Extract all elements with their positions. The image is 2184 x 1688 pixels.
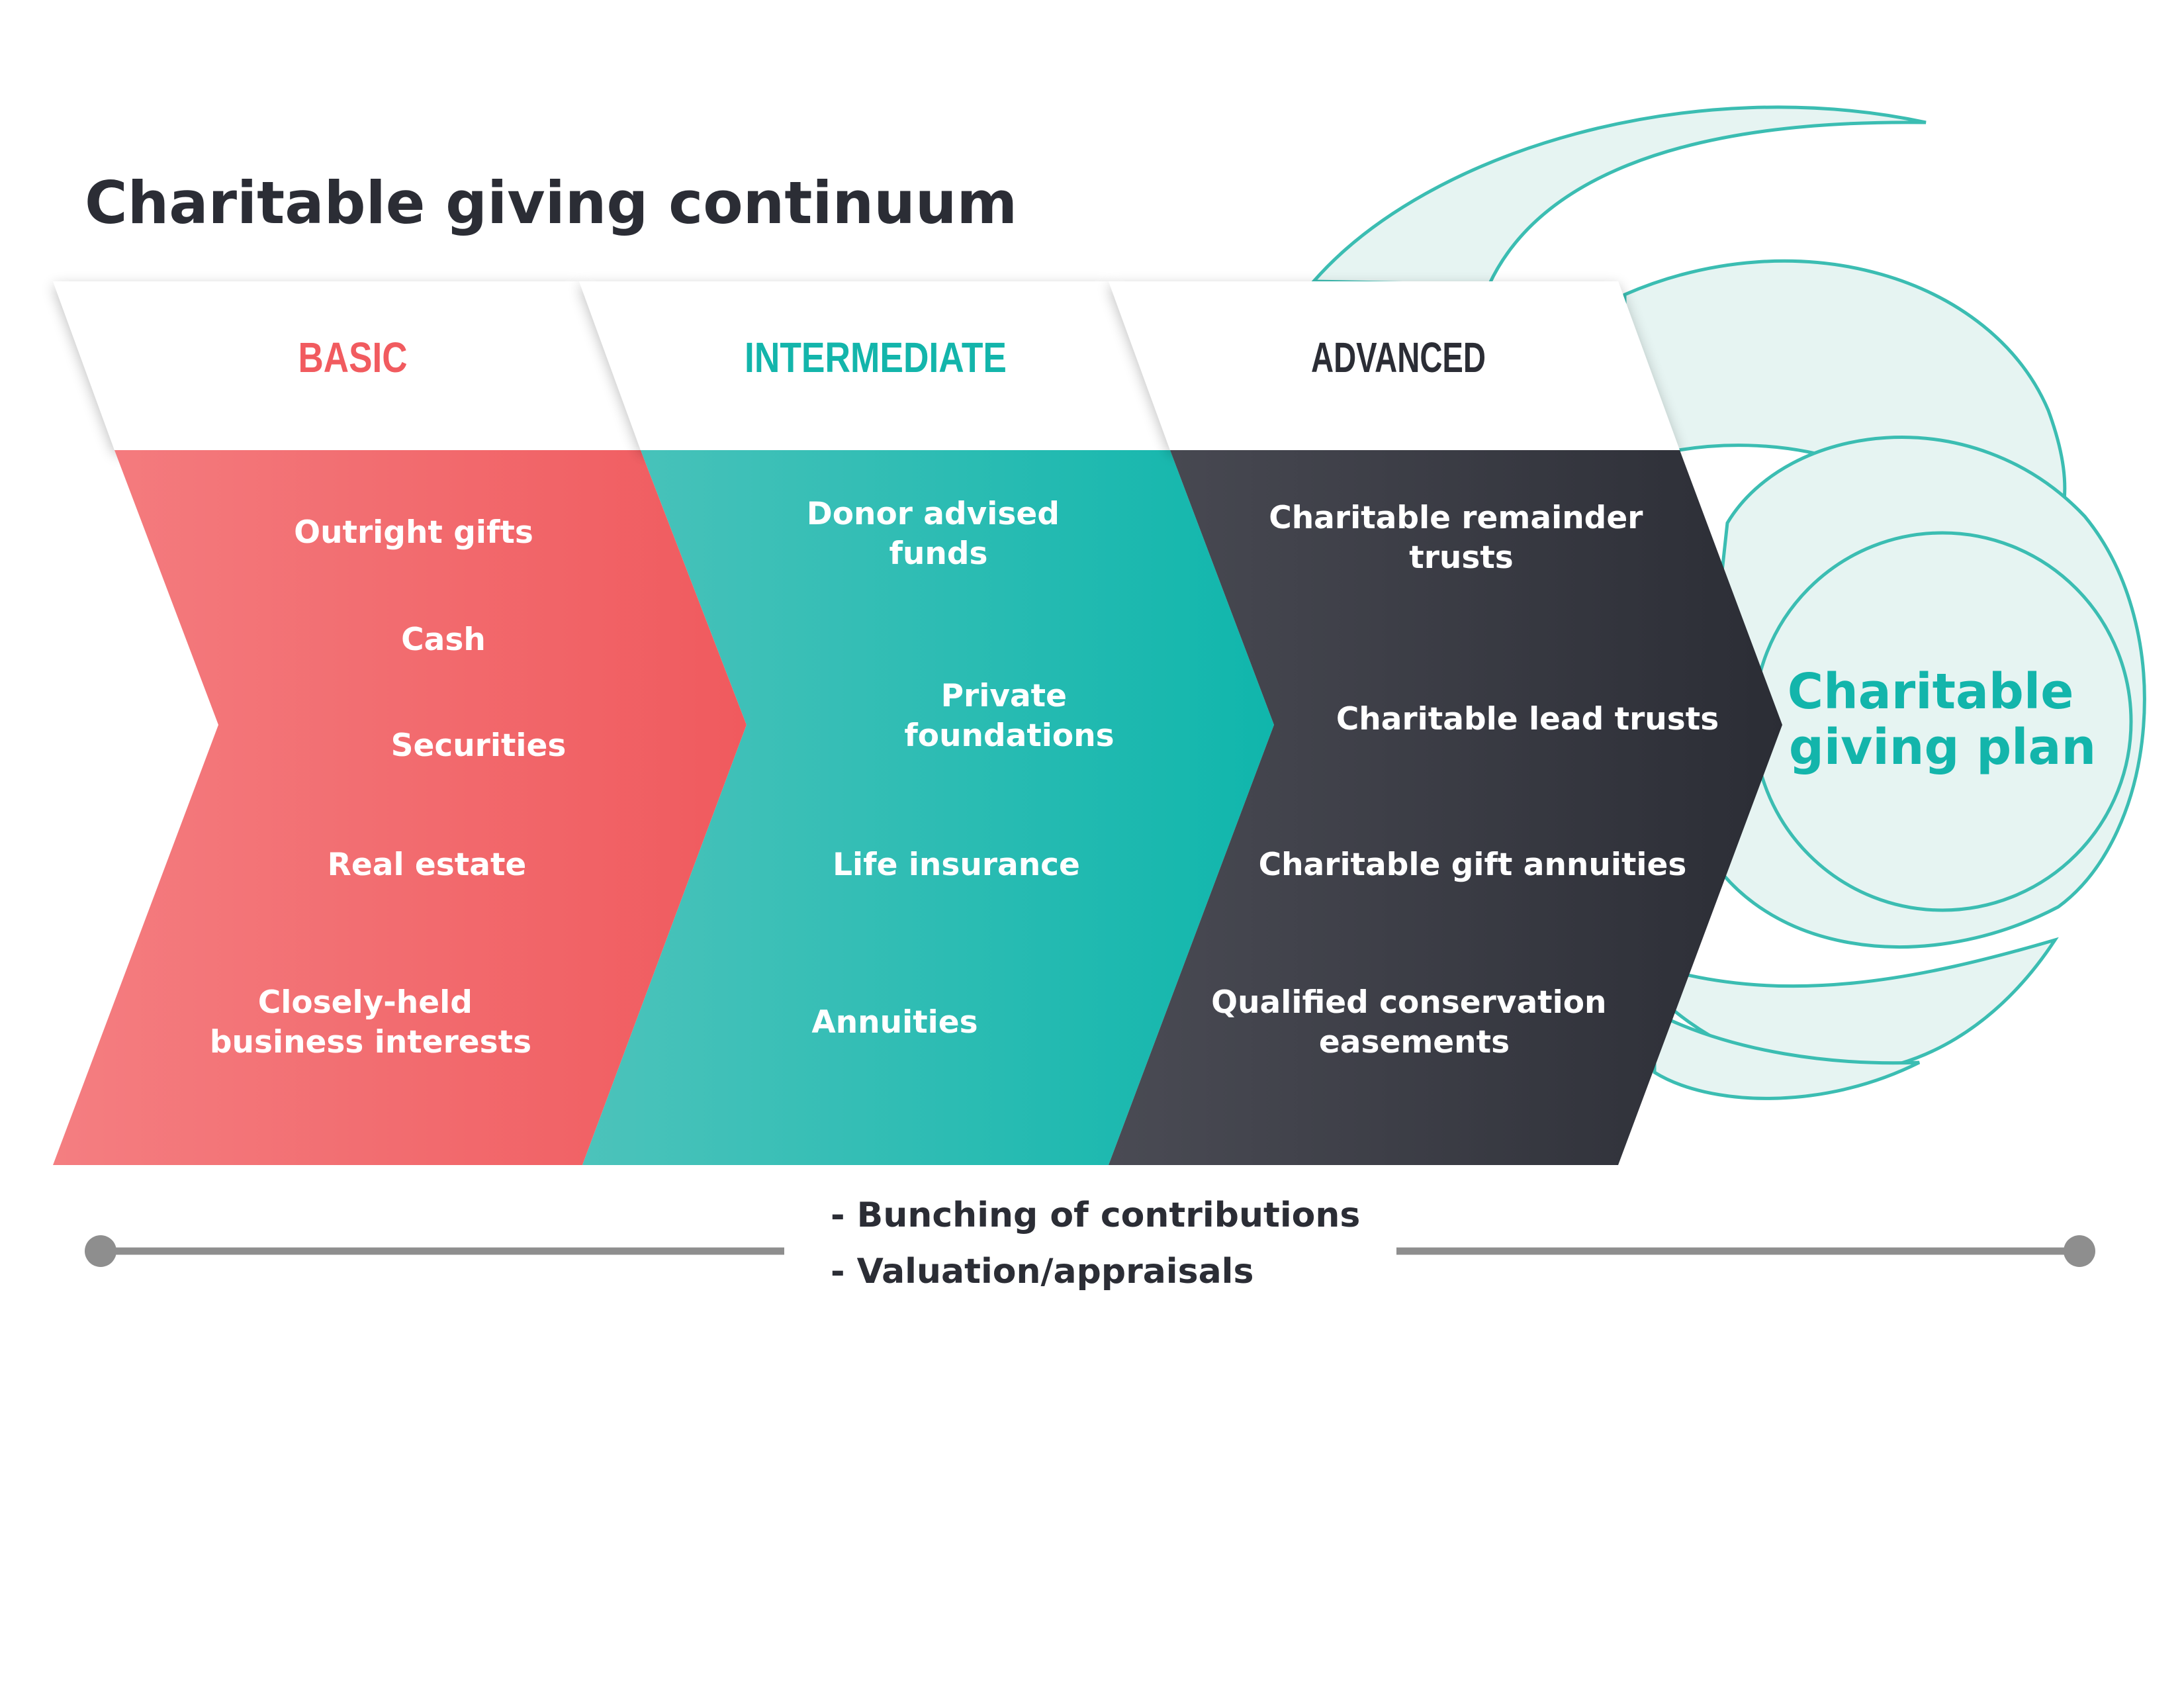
intermediate-item-private-foundations: Private foundations <box>904 678 1114 754</box>
intermediate-item-private-foundations-line1: Private <box>941 678 1067 714</box>
page-title: Charitable giving continuum <box>85 169 1017 237</box>
basic-item-securities: Securities <box>391 727 567 764</box>
stage-intermediate-label: INTERMEDIATE <box>745 334 1007 381</box>
stage-intermediate-header-bg <box>579 281 1170 450</box>
advanced-item-conservation-easements-line2: easements <box>1319 1024 1510 1060</box>
stage-intermediate: INTERMEDIATE Donor advised funds Private… <box>579 281 1274 1165</box>
intermediate-item-donor-advised: Donor advised funds <box>807 496 1071 572</box>
advanced-item-remainder-trusts: Charitable remainder trusts <box>1269 500 1654 576</box>
stage-basic-label: BASIC <box>298 334 408 381</box>
basic-item-outright-gifts: Outright gifts <box>294 514 533 551</box>
basic-item-closely-held-line1: Closely-held <box>258 984 473 1021</box>
stage-basic-body <box>53 450 747 1165</box>
intermediate-item-donor-advised-line1: Donor advised <box>807 496 1060 532</box>
stage-advanced: ADVANCED Charitable remainder trusts Cha… <box>1109 281 1782 1165</box>
advanced-item-gift-annuities: Charitable gift annuities <box>1259 847 1687 883</box>
stage-intermediate-body <box>582 450 1274 1165</box>
stage-advanced-label: ADVANCED <box>1311 334 1486 381</box>
advanced-item-conservation-easements: Qualified conservation easements <box>1211 984 1617 1060</box>
timeline: - Bunching of contributions - Valuation/… <box>85 1196 2095 1291</box>
advanced-item-remainder-trusts-line1: Charitable remainder <box>1269 500 1643 536</box>
stage-basic: BASIC Outright gifts Cash Securities Rea… <box>53 281 747 1165</box>
basic-item-real-estate: Real estate <box>328 847 527 883</box>
intermediate-item-private-foundations-line2: foundations <box>904 718 1114 754</box>
swirl-lower-arc <box>1653 1009 1921 1100</box>
advanced-item-remainder-trusts-line2: trusts <box>1409 539 1514 576</box>
basic-item-closely-held-line2: business interests <box>210 1024 531 1060</box>
plan-label-line2: giving plan <box>1789 719 2096 776</box>
plan-label-line1: Charitable <box>1788 663 2074 720</box>
note-bunching: - Bunching of contributions <box>831 1196 1360 1235</box>
swirl-outer-arc <box>1310 105 1927 287</box>
advanced-item-lead-trusts: Charitable lead trusts <box>1336 701 1719 737</box>
basic-item-cash: Cash <box>401 622 486 658</box>
basic-item-closely-held: Closely-held business interests <box>210 984 531 1060</box>
plan-label: Charitable giving plan <box>1788 663 2096 776</box>
stage-advanced-body <box>1109 450 1782 1165</box>
intermediate-item-annuities: Annuities <box>811 1004 978 1041</box>
timeline-start-dot <box>85 1235 116 1267</box>
intermediate-item-life-insurance: Life insurance <box>833 847 1080 883</box>
advanced-item-conservation-easements-line1: Qualified conservation <box>1211 984 1606 1021</box>
stage-advanced-header-bg <box>1109 281 1680 450</box>
swirl-decoration <box>1310 105 2146 1100</box>
stage-basic-header-bg <box>53 281 641 450</box>
note-valuation: - Valuation/appraisals <box>831 1252 1253 1291</box>
intermediate-item-donor-advised-line2: funds <box>889 536 988 572</box>
timeline-end-dot <box>2064 1235 2095 1267</box>
